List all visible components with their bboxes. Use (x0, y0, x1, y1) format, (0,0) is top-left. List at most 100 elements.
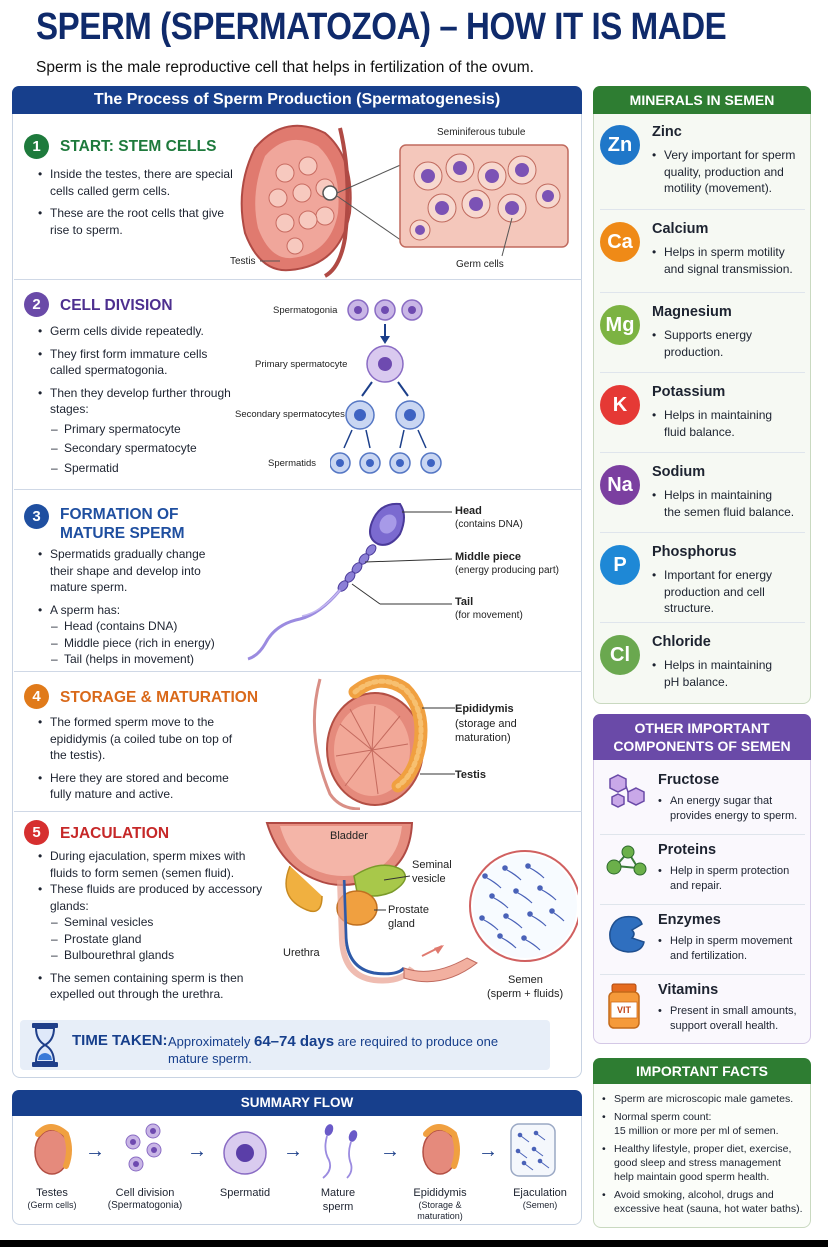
component-name: Vitamins (658, 982, 719, 998)
component-line: Present in small amounts, (670, 1005, 797, 1017)
seminal-vesicle-label-2: vesicle (412, 873, 446, 885)
mineral-symbol-zinc: Zn (600, 125, 640, 165)
step-4-bullet: Here they are stored and become fully ma… (38, 770, 238, 803)
mineral-name: Sodium (652, 464, 706, 480)
bottom-bar (0, 1240, 828, 1247)
summary-mature-sperm-icon (322, 1124, 358, 1179)
enzymes-icon (609, 915, 645, 953)
fructose-icon (609, 774, 645, 808)
step-3-sub: Middle piece (rich in energy) (38, 635, 223, 652)
step-3-bullet: Spermatids gradually change their shape … (38, 546, 223, 596)
cell-division-illustration (330, 299, 442, 474)
summary-item-label: Testes (36, 1187, 68, 1199)
step-5-bullets: During ejaculation, sperm mixes with flu… (38, 848, 268, 1003)
step-4-bullets: The formed sperm move to the epididymis … (38, 714, 238, 803)
mineral-line: Very important for sperm (664, 148, 796, 162)
fact-line: help maintain good sperm health. (614, 1171, 770, 1183)
summary-item-sub: sperm (322, 1201, 354, 1213)
components-header-line1: OTHER IMPORTANT (634, 720, 770, 736)
step-5-bullet: The semen containing sperm is then expel… (38, 970, 268, 1003)
step-2-bullets: Germ cells divide repeatedly. They first… (38, 323, 238, 476)
tail-sub-label: (for movement) (455, 610, 523, 621)
component-name: Proteins (658, 842, 717, 858)
bladder-label: Bladder (330, 830, 368, 842)
ejaculation-illustration (265, 822, 578, 984)
fact-item: Sperm are microscopic male gametes. (602, 1092, 808, 1106)
flow-arrow-icon: → (283, 1140, 303, 1162)
components-header-line2: COMPONENTS OF SEMEN (613, 738, 791, 754)
mineral-name: Phosphorus (652, 544, 737, 560)
summary-ejaculation-icon (510, 1123, 556, 1177)
step-4-title: STORAGE & MATURATION (60, 689, 259, 706)
summary-header: SUMMARY FLOW (12, 1090, 582, 1116)
fact-line: Normal sperm count: (614, 1111, 712, 1123)
step-3-number: 3 (24, 504, 49, 529)
minerals-header: MINERALS IN SEMEN (593, 86, 811, 114)
mineral-symbol-calcium: Ca (600, 222, 640, 262)
vitamins-badge: VIT (616, 1005, 631, 1015)
time-days: 64–74 days (253, 1033, 335, 1050)
component-line: Help in sperm movement (670, 935, 793, 947)
seminiferous-tubule-label: Seminiferous tubule (437, 127, 526, 138)
middle-piece-sub-label: (energy producing part) (455, 565, 559, 576)
mineral-symbol-magnesium: Mg (600, 305, 640, 345)
summary-item-label: Ejaculation (513, 1187, 567, 1199)
seminal-vesicle-label-1: Seminal (412, 859, 452, 871)
time-taken-text: Approximately 64–74 days are required to… (168, 1033, 498, 1067)
step-2-title: CELL DIVISION (60, 297, 173, 314)
mineral-symbol-potassium: K (600, 385, 640, 425)
summary-epididymis-icon (422, 1124, 460, 1175)
step-3-title-line2: MATURE SPERM (60, 525, 185, 542)
component-line: provides energy to sperm. (670, 810, 798, 822)
component-divider (600, 974, 805, 975)
summary-item-cell-division: Cell division (Spermatogonia) (100, 1186, 190, 1211)
summary-item-sub: (Storage & (418, 1200, 462, 1210)
prostate-gland-label-1: Prostate (388, 904, 429, 916)
step-1-section (14, 114, 582, 280)
component-line: and repair. (670, 880, 722, 892)
summary-item-label: Epididymis (413, 1187, 467, 1199)
summary-item-label: Spermatid (219, 1187, 271, 1199)
mineral-line: and signal transmission. (664, 261, 793, 276)
prostate-gland-label-2: gland (388, 918, 415, 930)
mineral-divider (600, 292, 805, 293)
mineral-line: Supports energy (664, 328, 753, 342)
semen-sub-label: (sperm + fluids) (487, 988, 564, 1000)
time-post2: mature sperm. (168, 1051, 252, 1066)
page-subtitle: Sperm is the male reproductive cell that… (36, 59, 534, 76)
mineral-divider (600, 622, 805, 623)
step-1-number: 1 (24, 134, 49, 159)
mineral-name: Zinc (652, 124, 682, 140)
fact-item: Normal sperm count:15 million or more pe… (602, 1110, 808, 1138)
epididymis-sub-label-2: maturation) (455, 732, 511, 744)
component-name: Enzymes (658, 912, 721, 928)
summary-item-label: Mature (320, 1187, 356, 1199)
page-title: SPERM (SPERMATOZOA) – HOW IT IS MADE (36, 6, 727, 48)
spermatogonia-label: Spermatogonia (273, 305, 338, 316)
summary-item-spermatid: Spermatid (205, 1186, 285, 1200)
mineral-symbol-phosphorus: P (600, 545, 640, 585)
mineral-line: fluid balance. (664, 424, 735, 439)
mineral-line: structure. (664, 601, 715, 615)
component-bullet: Present in small amounts, support overall… (658, 1004, 808, 1034)
semen-label: Semen (508, 974, 543, 986)
secondary-spermatocytes-label: Secondary spermatocytes (235, 409, 345, 420)
step-5-bullet: These fluids are produced by accessory g… (38, 881, 268, 914)
summary-item-mature-sperm: Mature sperm (298, 1186, 378, 1214)
summary-item-ejaculation: Ejaculation (Semen) (498, 1186, 582, 1211)
step-5-number: 5 (24, 820, 49, 845)
mineral-line: pH balance. (664, 674, 729, 689)
step-5-sub: Prostate gland (38, 931, 268, 948)
component-line: support overall health. (670, 1020, 779, 1032)
flow-arrow-icon: → (85, 1140, 105, 1162)
mineral-divider (600, 452, 805, 453)
flow-arrow-icon: → (380, 1140, 400, 1162)
